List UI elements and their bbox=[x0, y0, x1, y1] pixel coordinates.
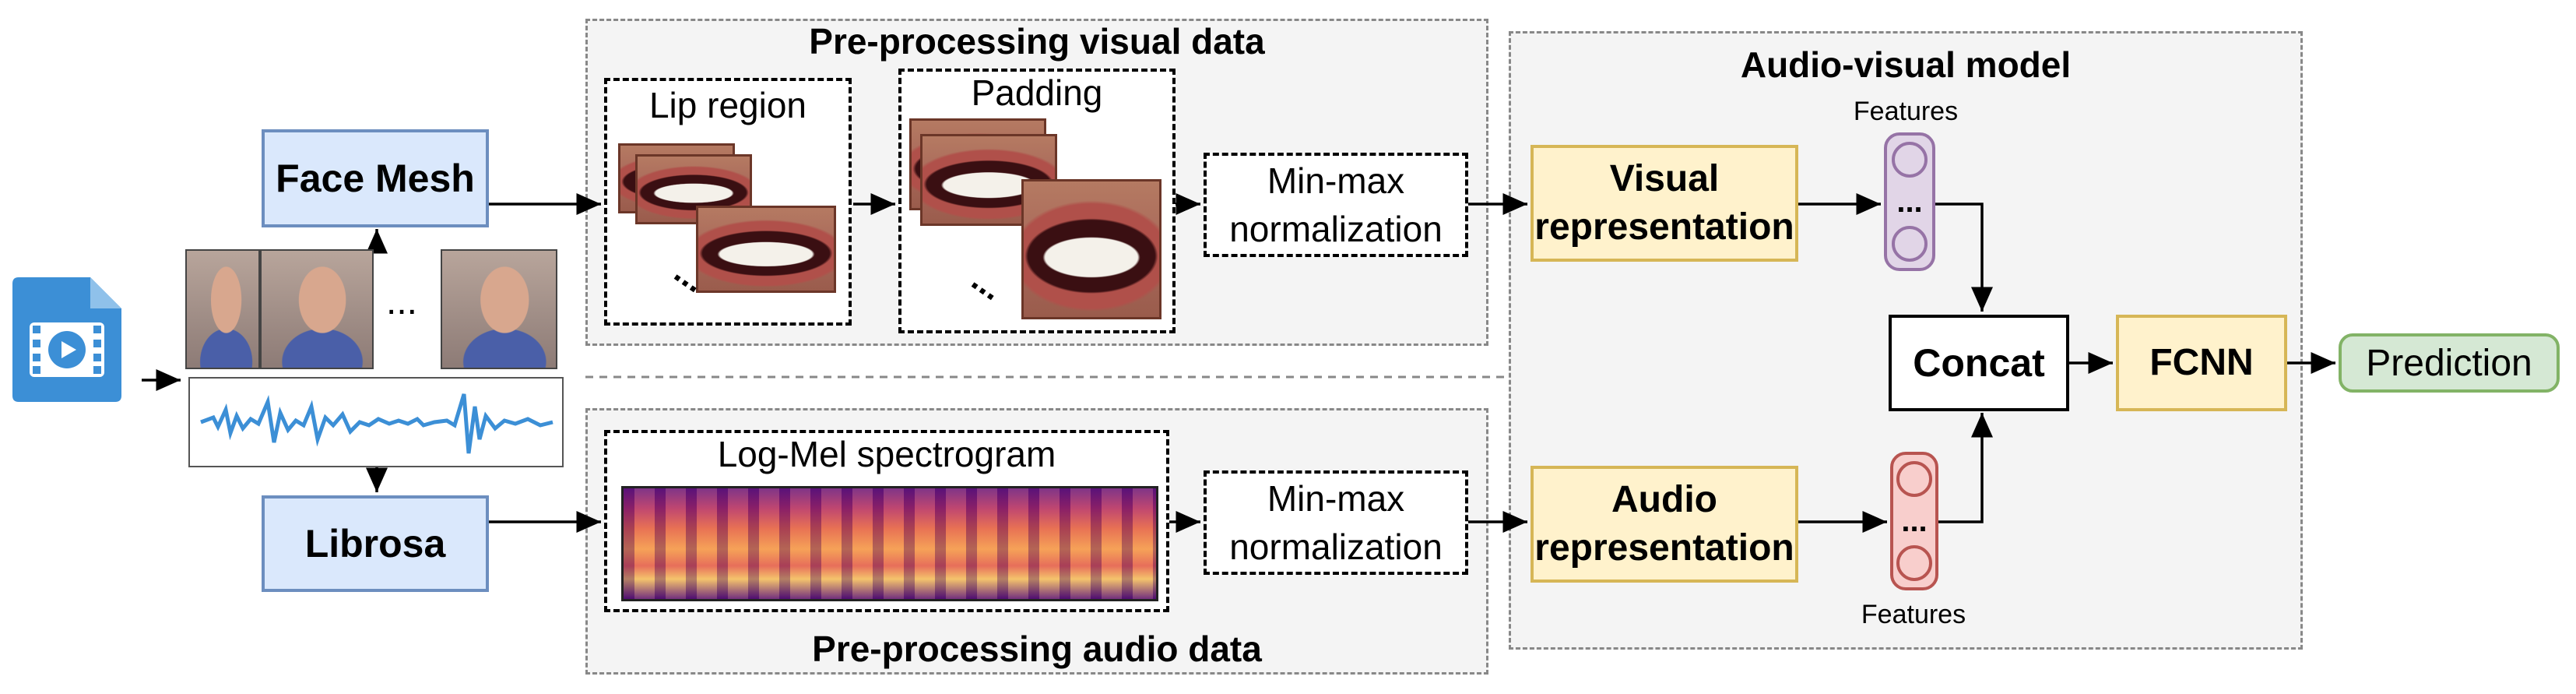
arrow-audio-features-to-concat bbox=[1935, 413, 1993, 523]
spectrogram-image bbox=[621, 486, 1158, 601]
audio-representation-block: Audio representation bbox=[1530, 466, 1798, 583]
fcnn-label: FCNN bbox=[2149, 341, 2254, 383]
visual-representation-block: Visual representation bbox=[1530, 145, 1798, 262]
audio-features-label: Features bbox=[1861, 600, 1966, 629]
visual-preprocessing-title: Pre-processing visual data bbox=[809, 21, 1265, 62]
audio-representation-line1: Audio bbox=[1611, 478, 1717, 520]
face-frame-image-2 bbox=[260, 249, 374, 369]
visual-features-vector: ... bbox=[1884, 132, 1935, 271]
visual-features-label: Features bbox=[1853, 97, 1959, 126]
visual-representation-line1: Visual bbox=[1609, 157, 1720, 199]
audio-feature-node-2 bbox=[1896, 545, 1932, 581]
log-mel-title: Log-Mel spectrogram bbox=[717, 434, 1056, 474]
minmax-norm-audio: Min-max normalization bbox=[1204, 470, 1468, 575]
lip-frame-image-3 bbox=[696, 206, 836, 293]
arrow-visual-features-to-concat bbox=[1935, 203, 1993, 312]
minmax-norm-audio-line2: normalization bbox=[1229, 527, 1443, 567]
face-frame-image-3 bbox=[441, 249, 557, 369]
audio-features-vector: ... bbox=[1890, 452, 1938, 590]
minmax-norm-visual-line1: Min-max bbox=[1267, 160, 1405, 201]
face-frame-image-1 bbox=[185, 249, 260, 369]
padding-title: Padding bbox=[971, 72, 1103, 113]
visual-feature-dots: ... bbox=[1896, 185, 1923, 219]
fcnn-block: FCNN bbox=[2116, 315, 2287, 411]
padding-frame-image-3 bbox=[1021, 179, 1161, 319]
audio-feature-dots: ... bbox=[1901, 504, 1928, 538]
lip-region-title: Lip region bbox=[648, 85, 807, 125]
minmax-norm-visual-line2: normalization bbox=[1229, 209, 1443, 249]
visual-feature-node-2 bbox=[1892, 226, 1928, 262]
minmax-norm-audio-line1: Min-max bbox=[1267, 477, 1405, 519]
minmax-norm-visual: Min-max normalization bbox=[1204, 153, 1468, 257]
frames-ellipsis: ... bbox=[386, 281, 418, 322]
concat-block: Concat bbox=[1889, 315, 2069, 411]
visual-feature-node-1 bbox=[1892, 142, 1928, 178]
audio-preprocessing-title: Pre-processing audio data bbox=[812, 629, 1262, 669]
prediction-block: Prediction bbox=[2339, 333, 2560, 393]
audio-feature-node-1 bbox=[1896, 461, 1932, 497]
waveform-image bbox=[188, 377, 564, 467]
librosa-block: Librosa bbox=[262, 495, 489, 592]
audio-visual-model-title: Audio-visual model bbox=[1740, 44, 2072, 85]
audio-representation-line2: representation bbox=[1534, 527, 1794, 569]
face-mesh-block: Face Mesh bbox=[262, 129, 489, 227]
visual-representation-line2: representation bbox=[1534, 206, 1794, 248]
video-file-icon bbox=[12, 277, 121, 402]
